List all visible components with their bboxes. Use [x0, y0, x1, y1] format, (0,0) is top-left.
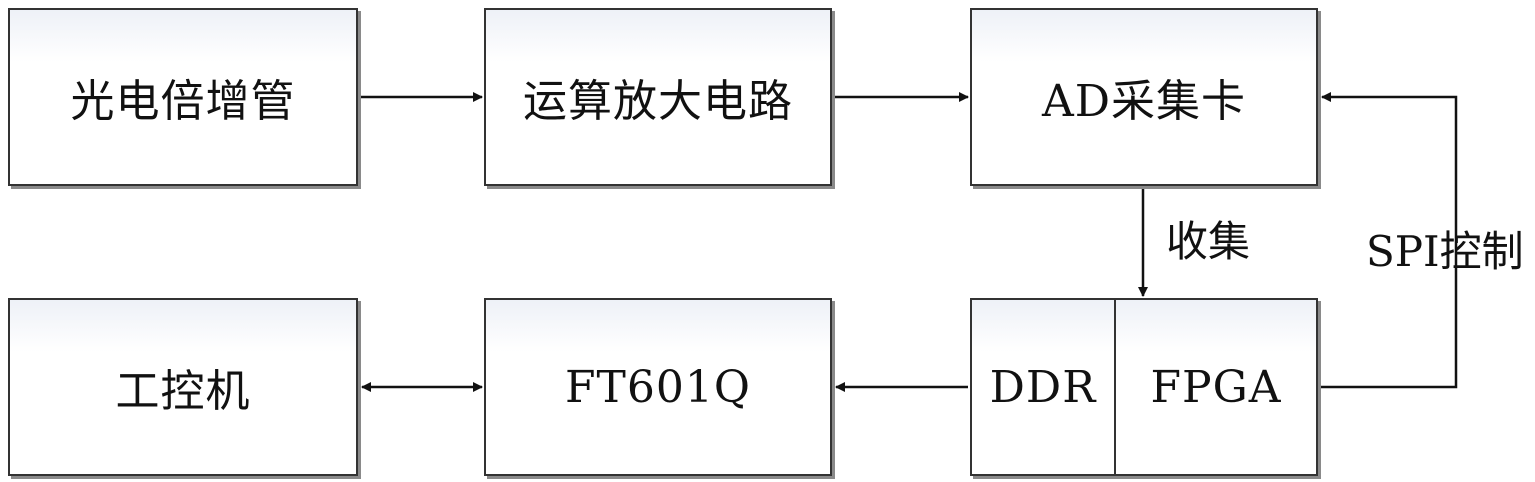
node-ad-card: AD采集卡 — [970, 8, 1318, 186]
node-ad-card-label: AD采集卡 — [1041, 76, 1247, 127]
node-ipc: 工控机 — [8, 298, 358, 476]
node-ddr: DDR — [972, 300, 1116, 474]
arrow-fpga-to-ad-spi — [1320, 92, 1458, 389]
node-pmt: 光电倍增管 — [8, 8, 358, 186]
edge-label-collect: 收集 — [1166, 217, 1251, 266]
edge-label-spi-control: SPI控制 — [1366, 227, 1524, 276]
node-pmt-label: 光电倍增管 — [70, 76, 296, 127]
node-fpga-label: FPGA — [1150, 361, 1282, 413]
node-opamp-label: 运算放大电路 — [523, 76, 793, 127]
node-ddr-label: DDR — [989, 361, 1097, 413]
node-opamp: 运算放大电路 — [484, 8, 832, 186]
node-ft601q: FT601Q — [484, 298, 832, 476]
node-ddr-fpga: DDR FPGA — [970, 298, 1318, 476]
node-ft601q-label: FT601Q — [565, 361, 751, 413]
node-ipc-label: 工控机 — [115, 366, 251, 417]
node-fpga: FPGA — [1116, 300, 1316, 474]
